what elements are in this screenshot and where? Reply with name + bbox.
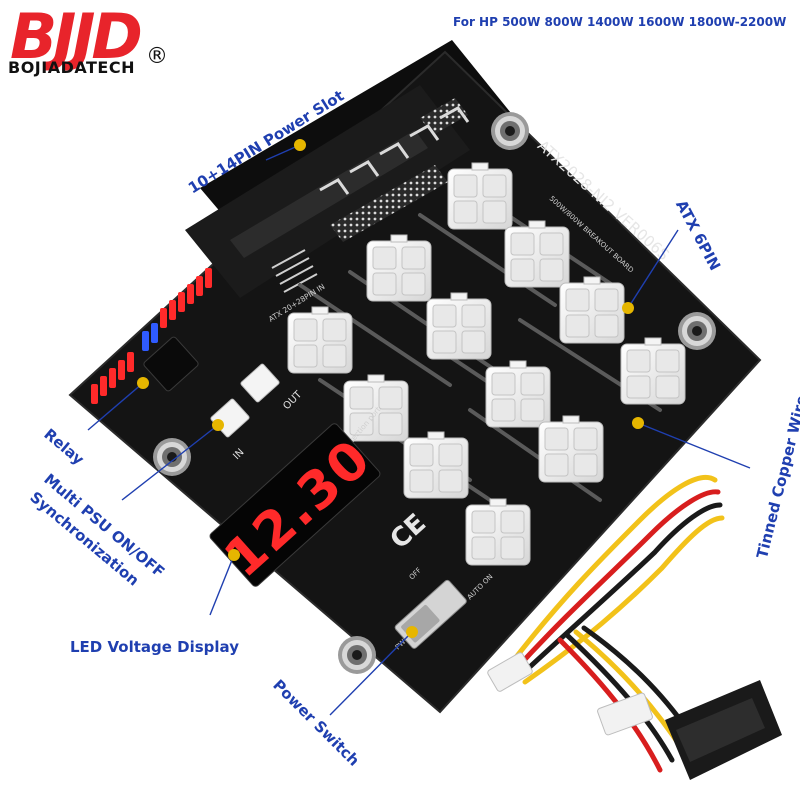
connector-11 xyxy=(403,431,469,499)
brand-name: BOJIADATECH xyxy=(8,58,135,77)
connector-2 xyxy=(504,220,570,288)
connector-12 xyxy=(465,498,531,566)
cable-small-connector xyxy=(487,652,533,692)
connector-5 xyxy=(287,306,353,374)
power-slot-block xyxy=(185,85,470,298)
standoff-left xyxy=(153,438,191,476)
callout-led-display: LED Voltage Display xyxy=(70,638,239,656)
connector-9 xyxy=(485,360,551,428)
connector-4 xyxy=(559,276,625,344)
connector-1 xyxy=(447,162,513,230)
connector-10 xyxy=(538,415,604,483)
relay-component xyxy=(143,336,199,392)
connector-3 xyxy=(366,234,432,302)
registered-symbol: ® xyxy=(146,44,168,69)
connector-7 xyxy=(620,337,686,405)
compatibility-text: For HP 500W 800W 1400W 1600W 1800W-2200W xyxy=(453,15,787,29)
logo-mark: BJJD xyxy=(10,0,143,73)
indicator-leds xyxy=(91,268,212,404)
standoff-right xyxy=(678,312,716,350)
connector-6 xyxy=(426,292,492,360)
standoff-bottom xyxy=(338,636,376,674)
cable-4pin-connector xyxy=(597,692,653,736)
standoff-top-right xyxy=(491,112,529,150)
